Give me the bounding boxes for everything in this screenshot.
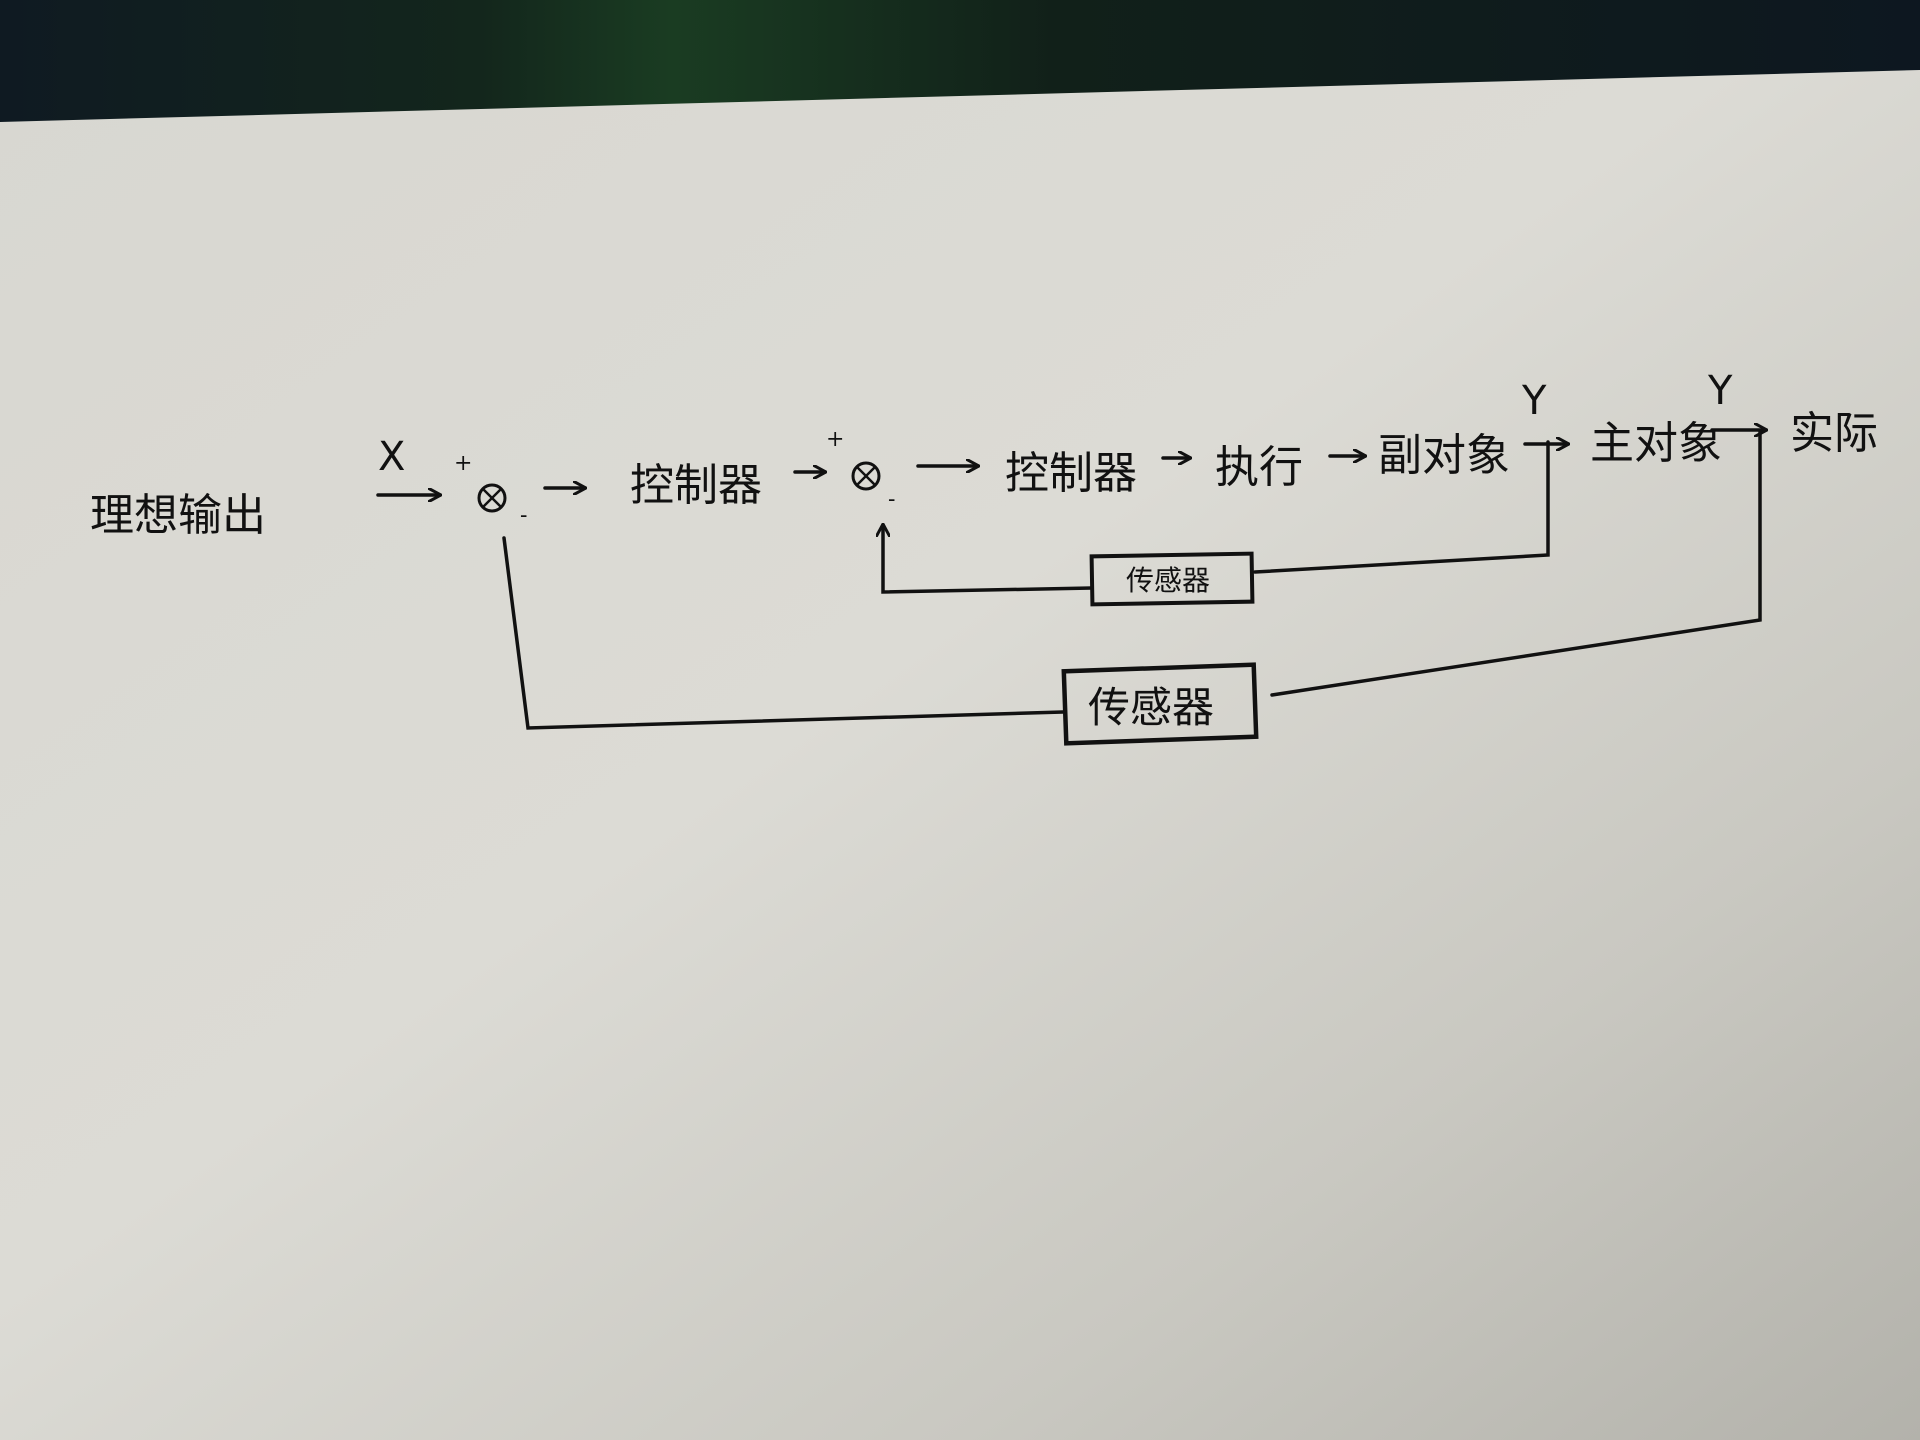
plus-sign-2: +: [826, 427, 844, 452]
ideal-output-label: 理想输出: [90, 490, 266, 541]
minus-sign-1: -: [520, 503, 527, 528]
sensor-box-inner: [1089, 551, 1255, 607]
controller-2-label: 控制器: [1005, 448, 1137, 499]
sensor-outer-label: 传感器: [1088, 683, 1214, 732]
x-signal-label: X: [378, 434, 405, 480]
outer-feedback-line: [1270, 430, 1762, 697]
inner-feedback-return: [883, 525, 1094, 594]
diagram-lines: [376, 430, 1766, 730]
outer-feedback-return: [502, 536, 1065, 730]
plus-sign-1: +: [454, 451, 472, 476]
controller-1-label: 控制器: [630, 460, 762, 511]
y-signal-label-1: Y: [1521, 378, 1547, 424]
actuator-label: 执行: [1215, 442, 1303, 493]
sensor-inner-label: 传感器: [1126, 564, 1210, 597]
main-object-label: 主对象: [1590, 418, 1722, 469]
minus-sign-2: -: [888, 487, 895, 512]
sensor-box-outer: [1061, 662, 1259, 746]
summing-junction-2: [851, 461, 881, 491]
paper-surface: [0, 70, 1920, 1440]
secondary-object-label: 副对象: [1378, 430, 1510, 481]
actual-output-label: 实际: [1790, 408, 1878, 459]
summing-junction-1: [477, 483, 507, 513]
y-signal-label-2: Y: [1707, 368, 1733, 414]
inner-feedback-line: [1253, 440, 1550, 574]
